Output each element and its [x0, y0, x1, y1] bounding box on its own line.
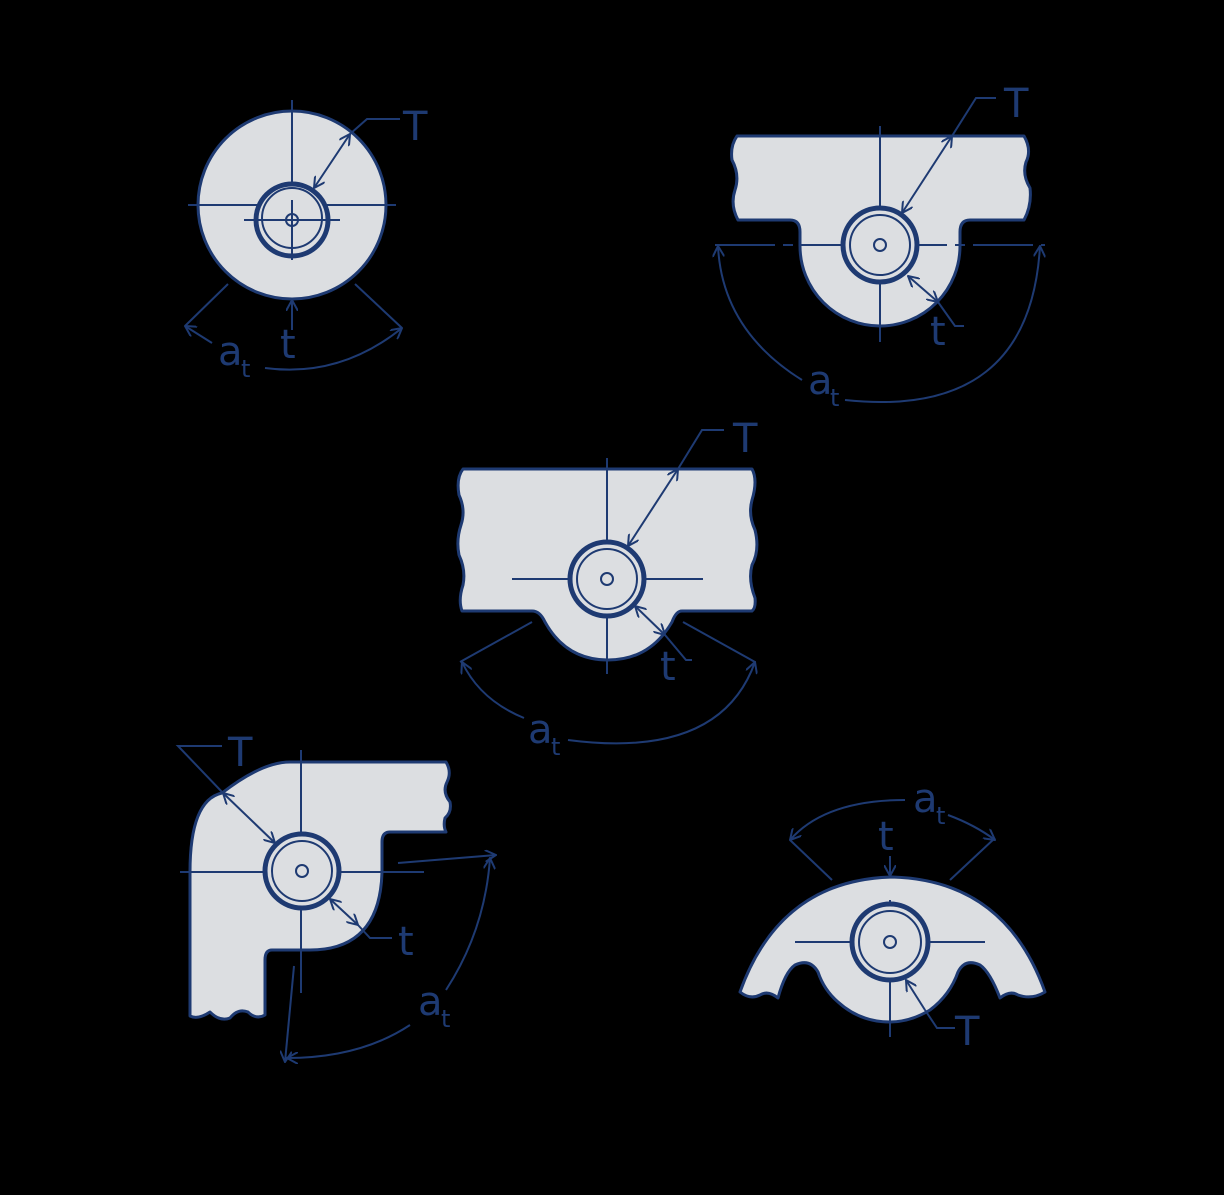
- angle-arc-right: [567, 662, 755, 745]
- inner-bore-ring: [858, 910, 922, 974]
- T-leader-line: [349, 118, 400, 135]
- figure-5-arched-boss: t a t T: [738, 776, 1047, 1055]
- figure-3-flange-shallow-boss: T t a t: [456, 416, 759, 761]
- label-angle-a: a: [528, 707, 553, 753]
- angle-arc-right: [947, 814, 995, 840]
- label-T: T: [732, 416, 758, 462]
- label-t: t: [930, 309, 946, 355]
- T-leader-line: [924, 1009, 955, 1029]
- label-T: T: [402, 104, 428, 150]
- inner-bore-ring: [271, 840, 333, 902]
- angle-extension-left: [184, 283, 229, 327]
- label-angle-subscript: t: [551, 733, 560, 761]
- angle-extension-right: [949, 837, 996, 881]
- T-leader-line: [175, 745, 224, 794]
- bore-hole: [567, 539, 647, 619]
- angle-extension-right: [682, 621, 756, 663]
- label-t: t: [280, 322, 296, 368]
- t-dimension-arrow: [908, 276, 938, 302]
- figure-1-round-boss: T t a t: [185, 100, 428, 383]
- label-angle-a: a: [913, 776, 938, 822]
- angle-extension-right: [354, 283, 403, 329]
- t-leader-line: [357, 924, 392, 939]
- center-mark: [600, 572, 614, 586]
- angle-arc-right: [844, 246, 1040, 404]
- angle-arc-right: [264, 328, 402, 371]
- label-angle-subscript: t: [241, 355, 250, 383]
- T-dimension-arrow: [906, 980, 926, 1011]
- center-mark: [873, 238, 887, 252]
- center-mark: [295, 864, 309, 878]
- label-angle-subscript: t: [441, 1005, 450, 1033]
- bore-hole: [840, 205, 920, 285]
- inner-bore-ring: [849, 214, 911, 276]
- label-angle-subscript: t: [830, 384, 839, 412]
- angle-arc-left: [462, 662, 525, 719]
- label-angle-a: a: [218, 329, 243, 375]
- label-angle-a: a: [808, 358, 833, 404]
- label-T: T: [227, 730, 253, 776]
- T-leader-line: [951, 97, 996, 137]
- label-T: T: [954, 1009, 980, 1055]
- angle-extension-lower: [285, 965, 295, 1062]
- center-mark: [883, 935, 897, 949]
- label-T: T: [1003, 81, 1029, 127]
- T-dimension-arrow: [223, 793, 275, 843]
- angle-arc-left: [790, 799, 906, 840]
- label-t: t: [398, 919, 414, 965]
- T-dimension-arrow: [314, 134, 350, 188]
- t-leader-line: [664, 634, 692, 661]
- label-t: t: [878, 814, 894, 860]
- inner-bore-ring: [576, 548, 638, 610]
- angle-extension-left: [789, 839, 833, 881]
- t-dimension-arrow: [635, 606, 665, 635]
- angle-arc-lower: [287, 1024, 411, 1058]
- angle-arc-left: [718, 246, 803, 381]
- T-leader-line: [677, 429, 724, 470]
- T-dimension-arrow: [628, 469, 678, 546]
- label-angle-a: a: [418, 979, 443, 1025]
- figure-4-elbow-boss: T t a t: [175, 730, 496, 1062]
- bore-hole: [262, 831, 342, 911]
- t-dimension-arrow: [330, 899, 358, 925]
- label-angle-subscript: t: [936, 802, 945, 830]
- angle-extension-upper: [397, 855, 496, 864]
- t-leader-line: [937, 301, 964, 327]
- bore-hole: [849, 901, 931, 983]
- angle-arc-left: [185, 326, 213, 344]
- figure-2-flange-semicircle-boss: T t a t: [715, 81, 1045, 412]
- angle-extension-left: [459, 621, 533, 663]
- label-t: t: [660, 644, 676, 690]
- angle-arc-upper: [445, 858, 490, 991]
- T-dimension-arrow: [902, 136, 952, 213]
